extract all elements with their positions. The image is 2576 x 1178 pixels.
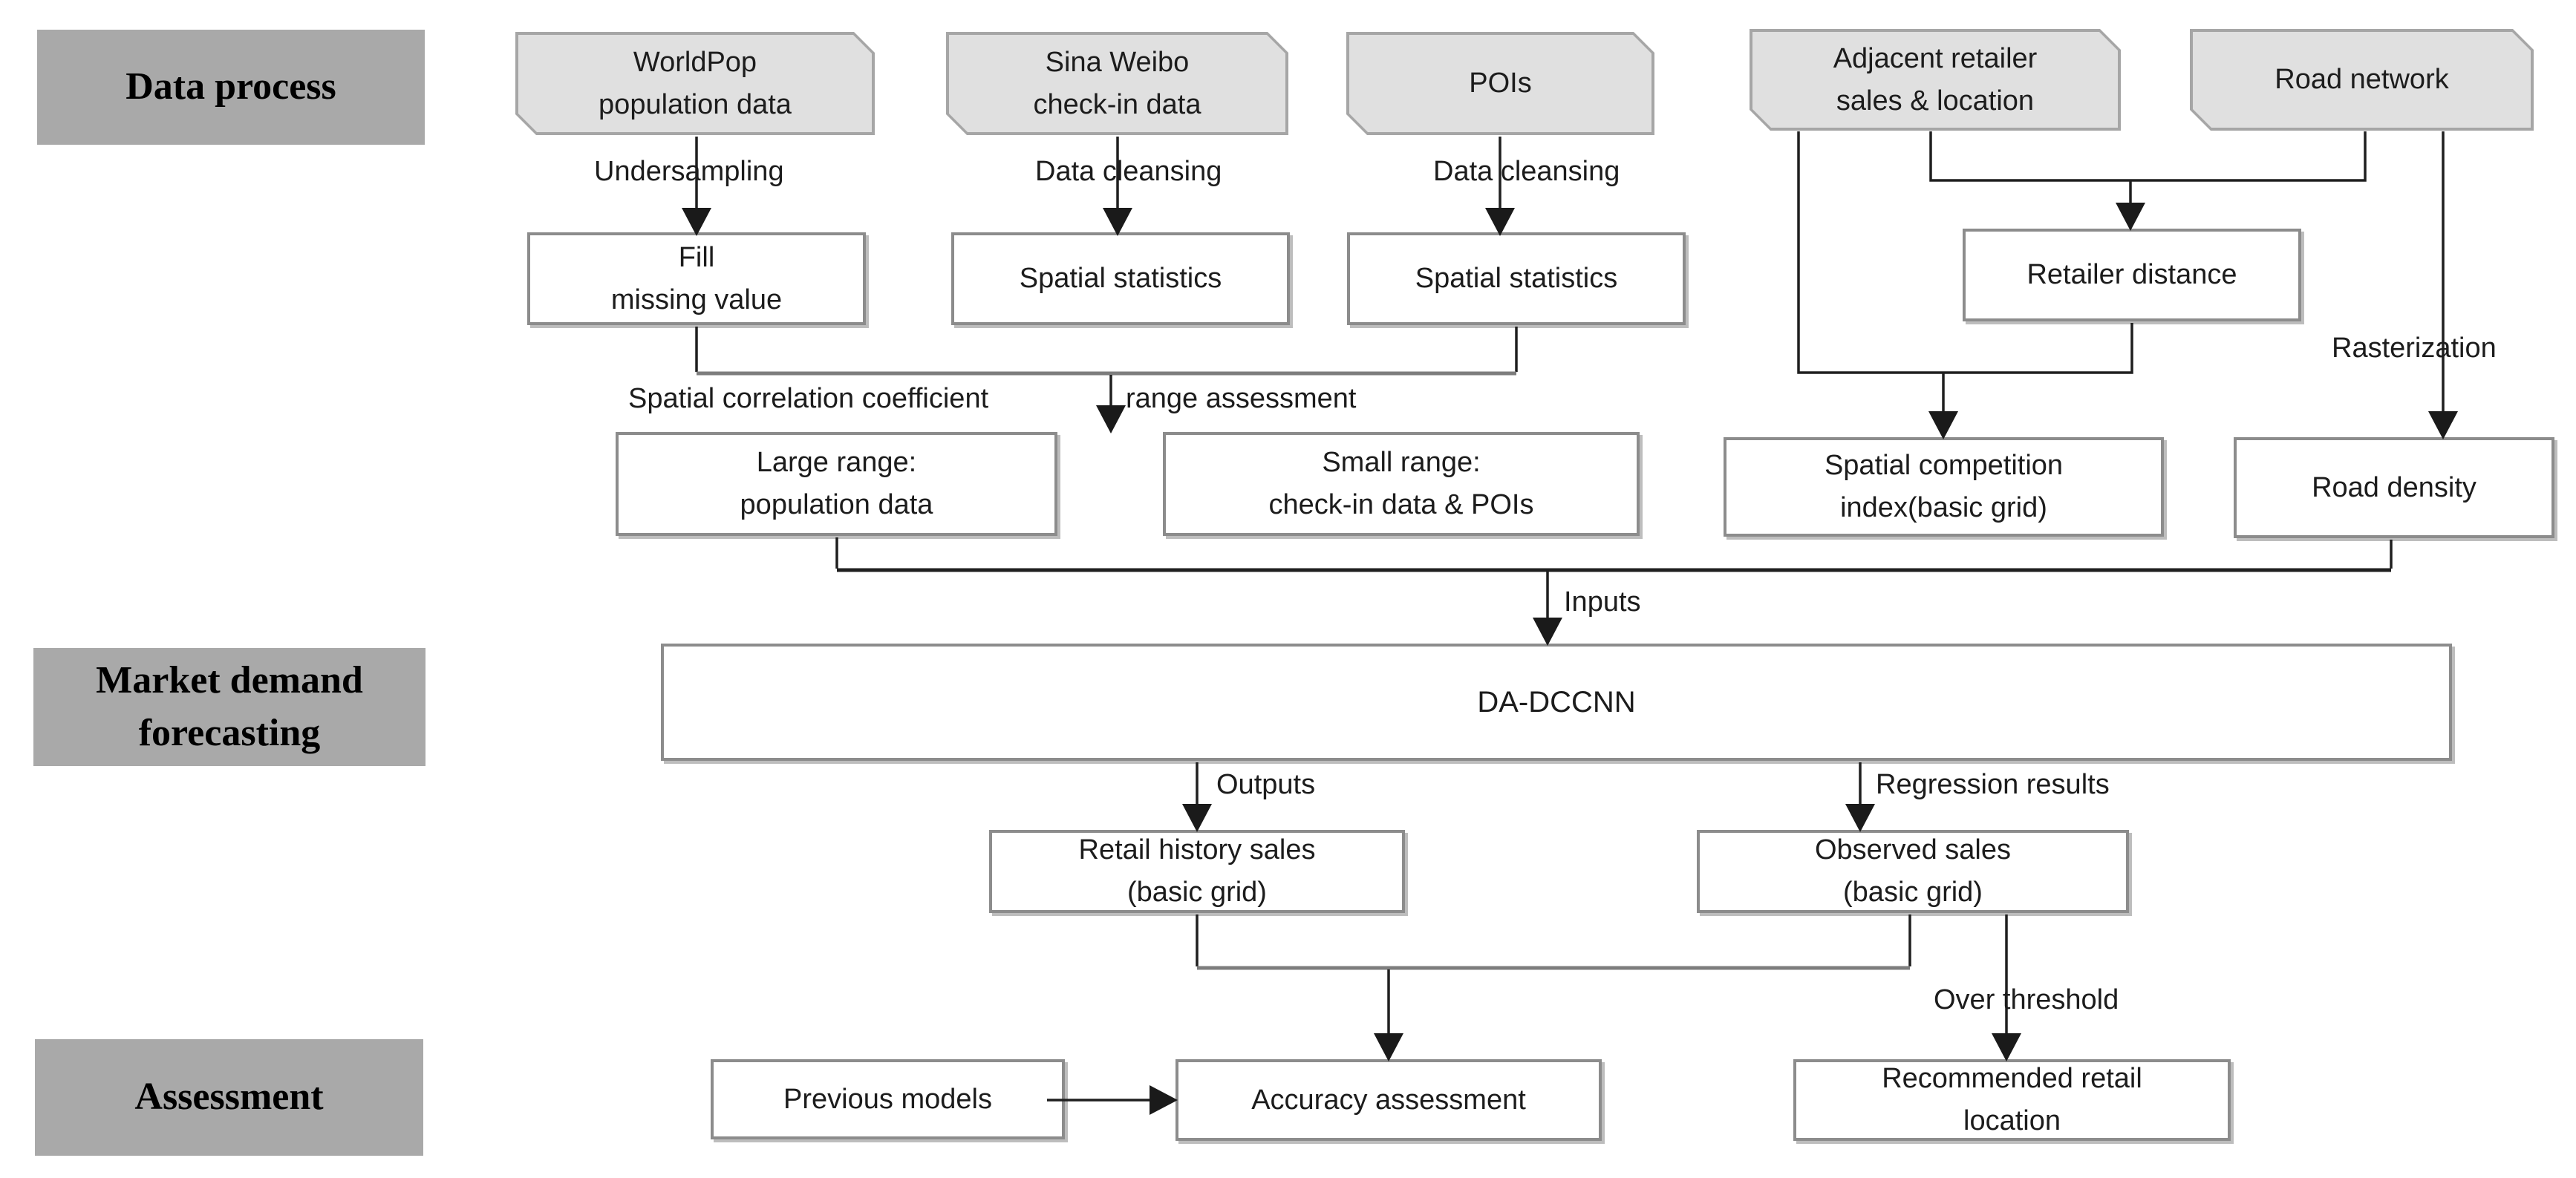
edge-label-spatial-correlation: Spatial correlation coefficient bbox=[628, 383, 989, 414]
node-retailer-distance: Retailer distance bbox=[1963, 229, 2301, 321]
edge-label-range-assessment: range assessment bbox=[1126, 383, 1357, 414]
node-spatial-statistics-1: Spatial statistics bbox=[951, 232, 1290, 325]
edge-label-data-cleansing-1: Data cleansing bbox=[1035, 156, 1222, 187]
node-sina-weibo-label: Sina Weibo check-in data bbox=[949, 35, 1285, 132]
section-label-data-process: Data process bbox=[37, 30, 425, 145]
node-road-network: Road network bbox=[2190, 29, 2534, 131]
section-label-assessment: Assessment bbox=[35, 1039, 423, 1156]
node-pois-label: POIs bbox=[1349, 35, 1651, 132]
edge-label-rasterization: Rasterization bbox=[2332, 333, 2497, 364]
node-observed-sales: Observed sales (basic grid) bbox=[1697, 830, 2129, 913]
edge-label-data-cleansing-2: Data cleansing bbox=[1433, 156, 1620, 187]
edge-label-undersampling: Undersampling bbox=[594, 156, 784, 187]
node-accuracy-assessment: Accuracy assessment bbox=[1175, 1059, 1602, 1141]
edge-label-inputs: Inputs bbox=[1564, 586, 1641, 618]
connector-adjacent-roadnetwork-join bbox=[1929, 131, 2367, 182]
section-label-market-demand-forecasting: Market demand forecasting bbox=[33, 648, 425, 766]
node-worldpop-population-data: WorldPop population data bbox=[515, 32, 875, 135]
node-retail-history-sales: Retail history sales (basic grid) bbox=[989, 830, 1405, 913]
node-recommended-retail-location: Recommended retail location bbox=[1793, 1059, 2231, 1141]
node-adjacent-retailer-label: Adjacent retailer sales & location bbox=[1752, 32, 2118, 128]
node-pois: POIs bbox=[1346, 32, 1654, 135]
node-spatial-statistics-2: Spatial statistics bbox=[1347, 232, 1686, 325]
edge-label-regression-results: Regression results bbox=[1876, 769, 2110, 800]
node-fill-missing-value: Fill missing value bbox=[527, 232, 866, 325]
node-large-range-population-data: Large range: population data bbox=[616, 432, 1057, 536]
node-da-dccnn: DA-DCCNN bbox=[661, 644, 2452, 761]
edge-label-over-threshold: Over threshold bbox=[1934, 984, 2119, 1015]
node-previous-models: Previous models bbox=[711, 1059, 1065, 1139]
node-worldpop-label: WorldPop population data bbox=[518, 35, 872, 132]
node-road-network-label: Road network bbox=[2193, 32, 2531, 128]
node-road-density: Road density bbox=[2234, 437, 2554, 538]
edge-label-outputs: Outputs bbox=[1216, 769, 1316, 800]
node-spatial-competition-index: Spatial competition index(basic grid) bbox=[1724, 437, 2164, 537]
node-sina-weibo-checkin-data: Sina Weibo check-in data bbox=[946, 32, 1288, 135]
node-small-range-checkin-pois: Small range: check-in data & POIs bbox=[1163, 432, 1640, 536]
node-adjacent-retailer-sales-location: Adjacent retailer sales & location bbox=[1750, 29, 2121, 131]
